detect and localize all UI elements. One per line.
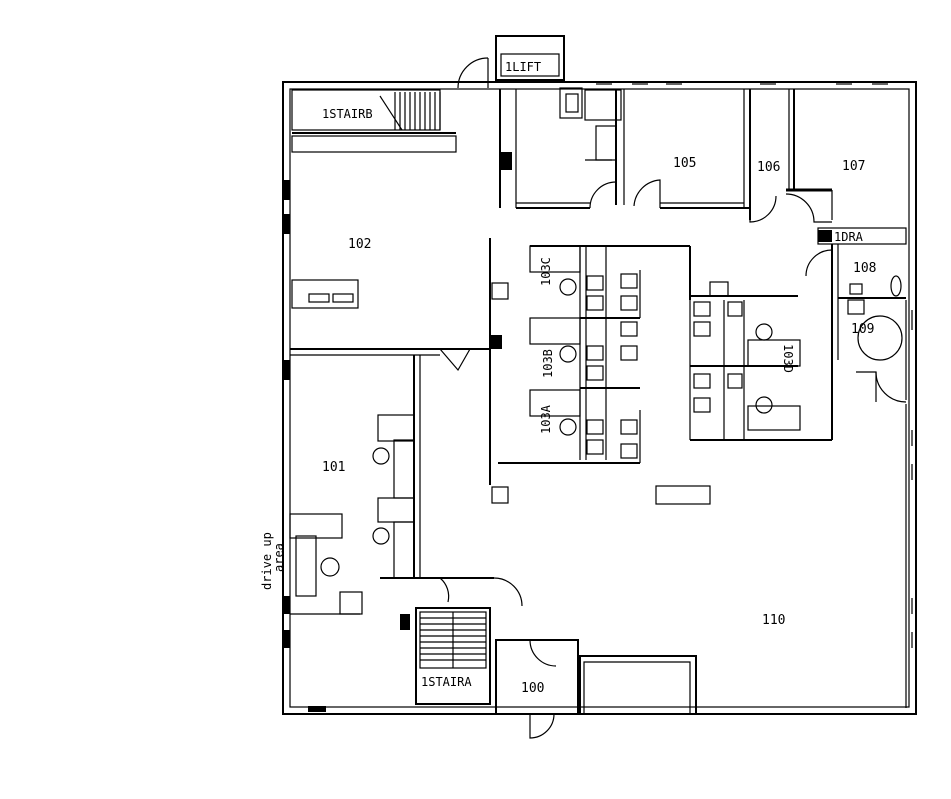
room-110-label: 110 (762, 613, 785, 628)
left-wall-windows (284, 180, 326, 712)
room-101-label: 101 (322, 460, 345, 475)
drive-up-label-1: drive up (260, 532, 274, 590)
rooms-108-109-walls (805, 227, 907, 440)
workstations-103d (655, 281, 832, 505)
room-103d-label: 103D (781, 344, 795, 373)
stair-b (291, 89, 457, 153)
room-106-label: 106 (757, 160, 780, 175)
dra-label: 1DRA (834, 230, 864, 244)
room-110-walls (579, 310, 913, 714)
stair-a-label: 1STAIRA (421, 675, 472, 689)
room-109-label: 109 (851, 322, 874, 337)
room-103c-label: 103C (539, 257, 553, 286)
room-105-label: 105 (673, 156, 696, 171)
stair-a (415, 607, 491, 705)
workstations-103abc (489, 238, 691, 504)
stair-b-label: 1STAIRB (322, 107, 373, 121)
room-103b-label: 103B (541, 349, 555, 378)
lift-label: 1LIFT (505, 60, 541, 74)
room-107-label: 107 (842, 159, 865, 174)
equipment-block (500, 87, 622, 170)
drive-up-label-2: area (272, 543, 286, 572)
top-entry-door (457, 57, 489, 89)
room-108-label: 108 (853, 261, 876, 276)
exterior-walls (282, 81, 917, 715)
room-100-label: 100 (521, 681, 544, 696)
lift (495, 35, 565, 83)
room-102-label: 102 (348, 237, 371, 252)
room-101-walls (289, 355, 523, 630)
room-103a-label: 103A (539, 404, 553, 434)
room-100-walls (495, 639, 579, 739)
room-102-walls (290, 279, 490, 372)
upper-rooms-walls (499, 83, 888, 223)
